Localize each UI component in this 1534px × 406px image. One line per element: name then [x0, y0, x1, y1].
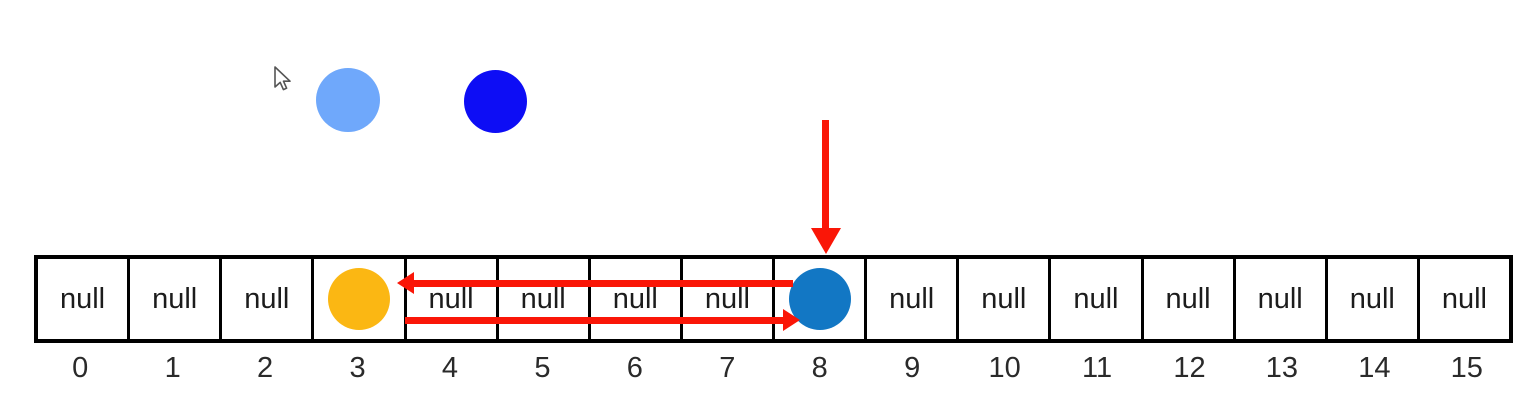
array-cell-13[interactable]: null — [1235, 259, 1328, 339]
cell-value-13: null — [1257, 282, 1303, 315]
light-blue-circle[interactable] — [316, 68, 380, 132]
index-label-13: 13 — [1265, 352, 1299, 384]
array-cell-4[interactable]: null — [406, 259, 499, 339]
array-cell-0[interactable]: null — [38, 259, 131, 339]
mouse-pointer-icon — [273, 66, 295, 94]
down-arrow-shaft — [822, 120, 829, 240]
index-label-1: 1 — [164, 352, 181, 384]
array-cell-11[interactable]: null — [1051, 259, 1144, 339]
cell-value-1: null — [152, 282, 198, 315]
index-label-11: 11 — [1081, 352, 1113, 384]
index-label-10: 10 — [988, 352, 1021, 384]
cell-value-0: null — [59, 282, 106, 315]
array-table: null null null null null null null null — [34, 255, 1513, 343]
array-cell-1[interactable]: null — [130, 259, 223, 339]
cell-value-10: null — [981, 282, 1027, 315]
index-label-15: 15 — [1450, 352, 1483, 384]
index-label-5: 5 — [534, 352, 551, 384]
cell-value-14: null — [1349, 282, 1395, 315]
index-label-row: 0 1 2 3 4 5 6 7 8 9 10 11 12 13 14 15 — [34, 350, 1513, 394]
cell-value-15: null — [1441, 282, 1488, 315]
index-label-8: 8 — [811, 352, 828, 384]
cell-value-11: null — [1073, 282, 1119, 315]
index-label-2: 2 — [257, 352, 274, 384]
cell-value-12: null — [1165, 282, 1211, 315]
orange-entry-circle[interactable] — [327, 268, 390, 330]
cell-value-4: null — [428, 282, 474, 315]
array-cell-14[interactable]: null — [1327, 259, 1420, 339]
cell-value-7: null — [704, 282, 751, 315]
array-cell-3[interactable] — [314, 259, 407, 339]
dark-blue-circle[interactable] — [464, 70, 527, 133]
array-cell-6[interactable]: null — [590, 259, 683, 339]
array-cell-12[interactable]: null — [1143, 259, 1236, 339]
index-label-9: 9 — [904, 352, 921, 384]
index-label-6: 6 — [626, 352, 643, 384]
array-cell-2[interactable]: null — [222, 259, 315, 339]
index-label-7: 7 — [719, 352, 736, 384]
down-arrow-head — [811, 228, 841, 254]
array-cell-7[interactable]: null — [682, 259, 775, 339]
array-cell-9[interactable]: null — [867, 259, 960, 339]
array-cell-8[interactable] — [775, 259, 868, 339]
index-label-4: 4 — [441, 352, 459, 384]
index-label-12: 12 — [1173, 352, 1206, 384]
array-cell-15[interactable]: null — [1419, 259, 1509, 339]
blue-entry-circle[interactable] — [788, 268, 851, 330]
index-label-0: 0 — [72, 352, 89, 384]
cell-value-6: null — [612, 282, 658, 315]
cell-value-9: null — [889, 282, 935, 315]
array-cell-10[interactable]: null — [959, 259, 1052, 339]
index-label-3: 3 — [349, 352, 366, 384]
array-cell-5[interactable]: null — [498, 259, 591, 339]
cell-value-5: null — [520, 282, 566, 315]
index-label-14: 14 — [1358, 352, 1391, 384]
cell-value-2: null — [244, 282, 290, 315]
